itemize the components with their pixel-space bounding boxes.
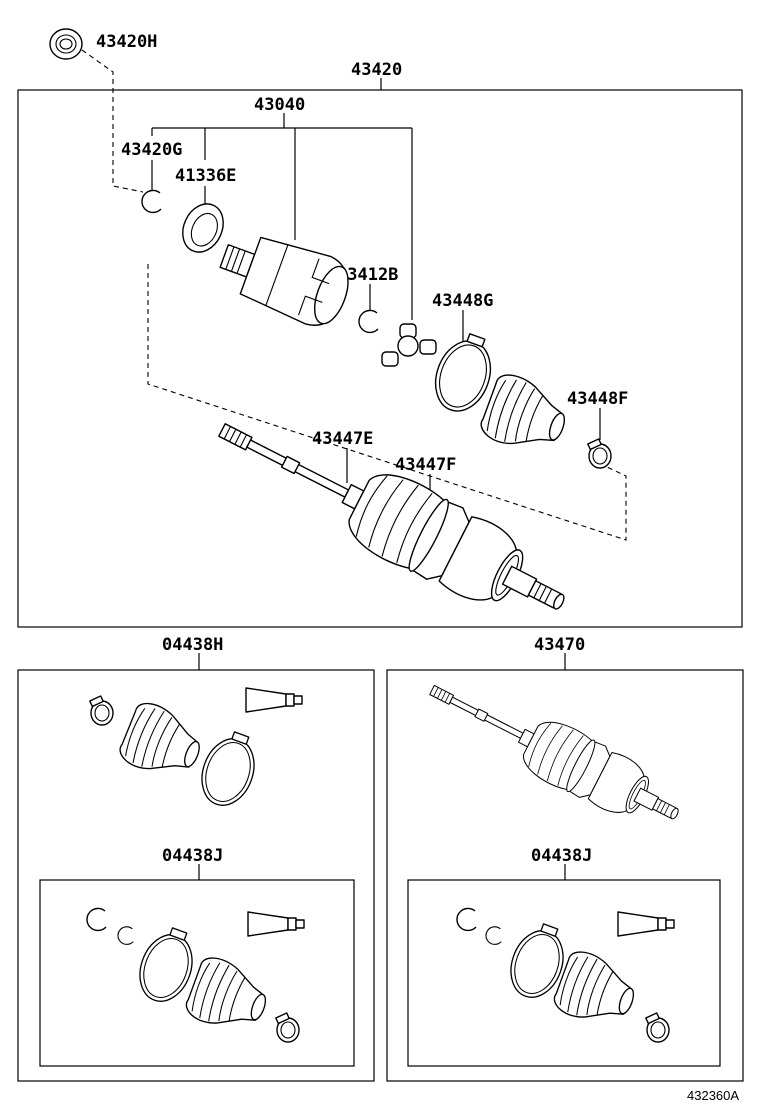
label-43412B: 43412B — [337, 265, 398, 285]
oil-seal-43420H — [49, 28, 83, 60]
snap-ring-43420G — [141, 189, 162, 214]
drive-shaft-43470 — [417, 662, 692, 842]
tripod-joint — [381, 323, 437, 367]
label-04438H: 04438H — [162, 635, 223, 655]
label-43420: 43420 — [351, 60, 402, 80]
frame-04438J-left — [39, 879, 355, 1067]
label-43470: 43470 — [534, 635, 585, 655]
frame-04438H — [17, 669, 375, 1082]
snap-ring-04438J-right-a — [456, 907, 477, 932]
label-41336E: 41336E — [175, 166, 236, 186]
snap-ring-43412B — [358, 309, 379, 334]
clamp-04438H-small — [89, 695, 114, 726]
boot-04438J-left — [181, 952, 276, 1041]
ring-41336E — [182, 203, 224, 253]
diagram-code: 432360A — [687, 1088, 739, 1103]
grease-tube-04438H — [245, 687, 303, 713]
label-43040: 43040 — [254, 95, 305, 115]
inner-joint-43040 — [219, 236, 349, 326]
clamp-43448F — [587, 438, 612, 469]
label-04438J-right: 04438J — [531, 846, 592, 866]
snap-ring-04438J-left-a — [86, 907, 107, 932]
boot-04438H — [115, 698, 210, 787]
snap-ring-04438J-left-b — [117, 926, 134, 945]
label-43447F: 43447F — [395, 455, 456, 475]
frame-04438J-right — [407, 879, 721, 1067]
frame-43420 — [17, 89, 743, 628]
label-43448F: 43448F — [567, 389, 628, 409]
snap-ring-04438J-right-b — [485, 926, 502, 945]
label-43420H: 43420H — [96, 32, 157, 52]
label-43420G: 43420G — [121, 140, 182, 160]
boot-top — [476, 369, 575, 462]
label-04438J-left: 04438J — [162, 846, 223, 866]
clamp-04438J-left-small — [275, 1012, 300, 1043]
grease-tube-04438J-left — [247, 911, 305, 937]
clamp-04438H-large — [192, 730, 264, 814]
grease-tube-04438J-right — [617, 911, 675, 937]
boot-04438J-right — [549, 946, 644, 1035]
clamp-04438J-right-small — [645, 1012, 670, 1043]
label-43448G: 43448G — [432, 291, 493, 311]
label-43447E: 43447E — [312, 429, 373, 449]
